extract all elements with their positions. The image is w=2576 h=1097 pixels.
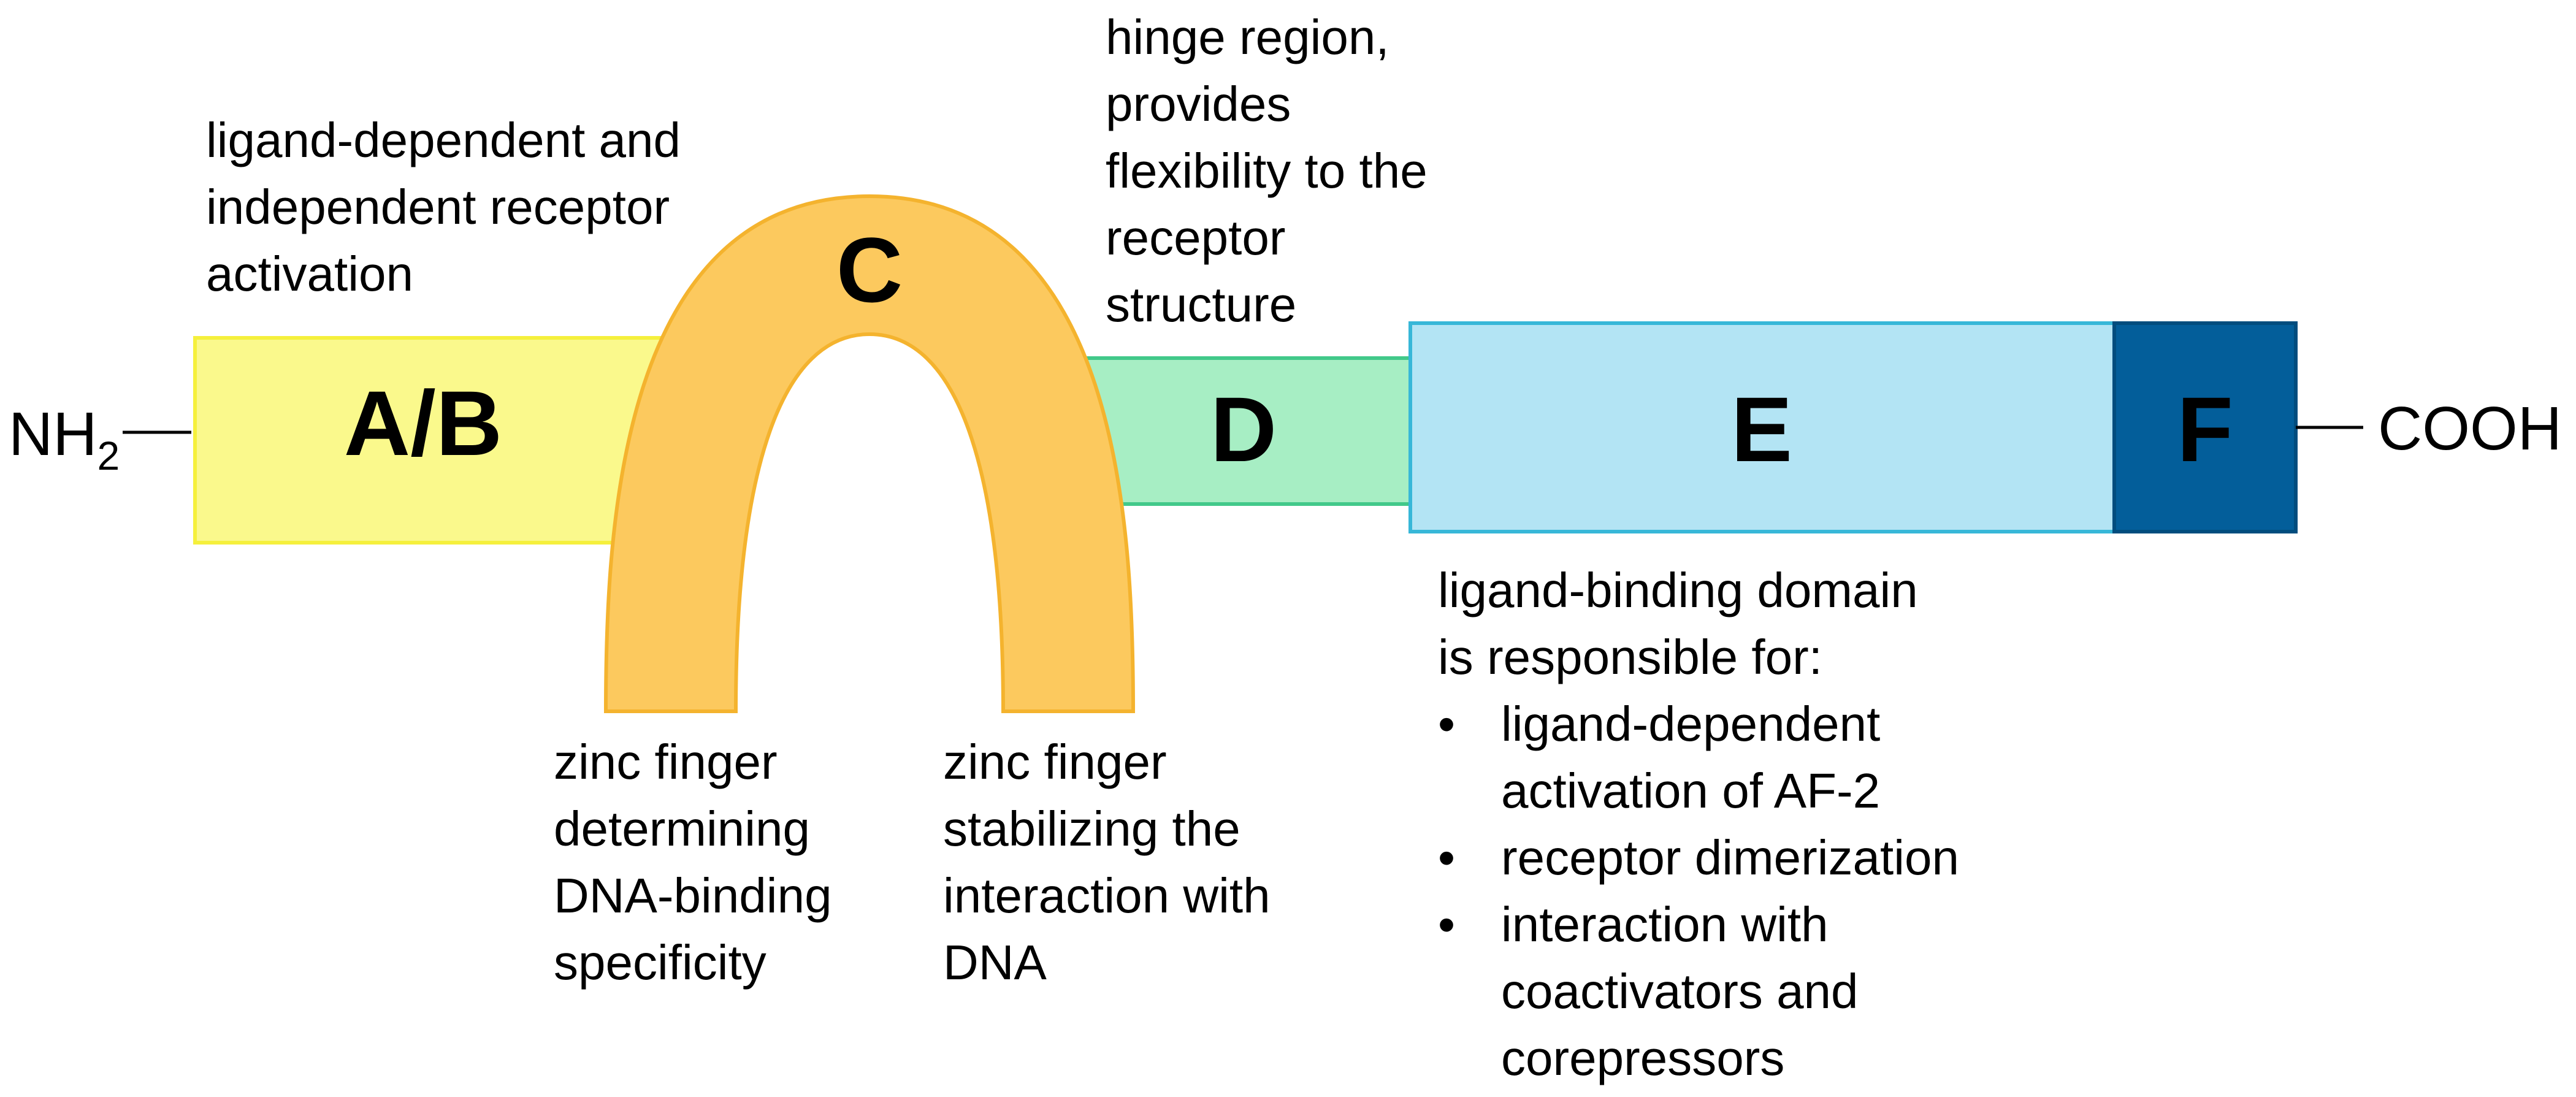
bullet-dot: • [1438,897,1455,952]
annotation-e-bullet-1: ligand-dependent activation of AF-2 [1501,697,1894,818]
annotation-d-line: hinge region, [1106,10,1389,64]
annotation-c-right-line: zinc finger [943,735,1167,789]
annotation-d-line: flexibility to the [1106,143,1428,198]
annotation-c-left: zinc finger determining DNA-binding spec… [554,735,846,990]
bullet-dot: • [1438,830,1455,885]
annotation-e-bullet-line: coactivators and [1501,964,1859,1019]
annotation-e-bullet-line: receptor dimerization [1501,830,1959,885]
domain-e-letter: E [1731,378,1792,481]
domain-ab-letter: A/B [344,372,502,475]
domain-f-letter: F [2177,378,2233,481]
annotation-ab-line: ligand-dependent and [206,113,681,167]
annotation-d-line: structure [1106,277,1296,332]
annotation-e-bullet-line: ligand-dependent [1501,697,1880,751]
annotation-c-right-line: DNA [943,935,1047,990]
annotation-d-line: receptor [1106,210,1285,265]
domain-d-letter: D [1210,378,1277,481]
annotation-e-bullet-line: corepressors [1501,1031,1784,1085]
annotation-c-left-line: determining [554,801,810,856]
annotation-d: hinge region, provides flexibility to th… [1106,10,1441,332]
n-terminus-label: NH2 [9,400,120,478]
annotation-e: ligand-binding domain is responsible for… [1438,563,1959,1085]
n-terminus: NH2 [9,400,191,478]
annotation-c-right-line: stabilizing the [943,801,1240,856]
annotation-e-intro-line: ligand-binding domain [1438,563,1918,617]
annotation-c-left-line: zinc finger [554,735,778,789]
domain-ab-box [193,336,687,545]
annotation-e-bullet-3: interaction with coactivators and corepr… [1501,897,1872,1085]
bullet-dot: • [1438,697,1455,751]
annotation-e-bullet-line: activation of AF-2 [1501,763,1880,818]
annotation-e-intro-line: is responsible for: [1438,630,1822,684]
annotation-ab-line: independent receptor [206,180,670,234]
domain-c-letter: C [836,218,903,321]
domain-c-arch [603,194,1136,713]
annotation-c-right-line: interaction with [943,868,1271,923]
annotation-e-intro: ligand-binding domain is responsible for… [1438,563,1932,684]
annotation-e-bullet-line: interaction with [1501,897,1829,952]
annotation-c-right: zinc finger stabilizing the interaction … [943,735,1284,990]
c-terminus: COOH [2296,394,2562,463]
annotation-d-line: provides [1106,77,1291,131]
annotation-ab-line: activation [206,247,413,301]
annotation-c-left-line: DNA-binding [554,868,832,923]
annotation-ab: ligand-dependent and independent recepto… [206,113,694,301]
annotation-c-left-line: specificity [554,935,766,990]
c-terminus-label: COOH [2378,394,2562,463]
annotation-e-bullet-2: receptor dimerization [1501,830,1959,885]
domain-e-box [1408,321,2116,533]
